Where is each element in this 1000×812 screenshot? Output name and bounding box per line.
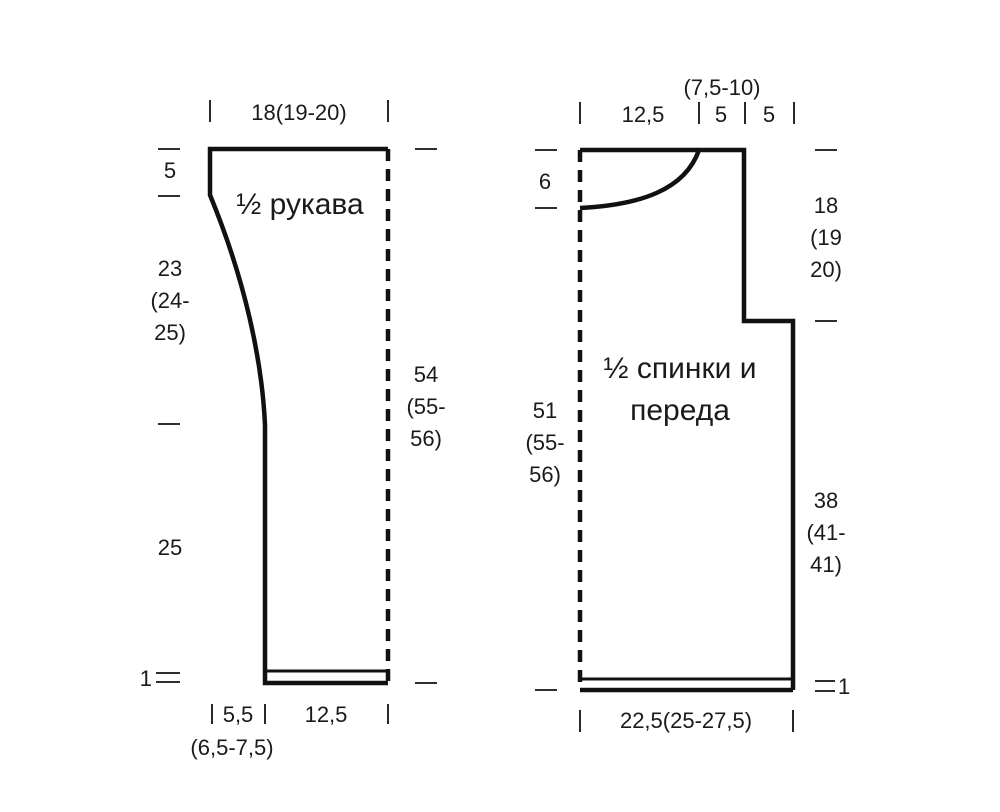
sleeve-cap-height: 5 bbox=[164, 158, 176, 183]
body-lower-side-height-1: 38 bbox=[814, 488, 838, 513]
sleeve-bottom-width: 12,5 bbox=[305, 702, 348, 727]
sleeve-total-height-3: 56) bbox=[410, 426, 442, 451]
body-neck-width: 5 bbox=[715, 102, 727, 127]
body-side-height-1: 51 bbox=[533, 398, 557, 423]
sleeve-schematic: 18(19-20) 5 23 (24- 25) 25 1 54 (55- 56)… bbox=[140, 100, 446, 760]
body-shoulder-width: 12,5 bbox=[622, 102, 665, 127]
body-armhole-height-2: (19 bbox=[810, 225, 842, 250]
sleeve-cuff-height: 1 bbox=[140, 666, 152, 691]
body-side-height-2: (55- bbox=[525, 430, 564, 455]
sleeve-outline bbox=[207, 146, 388, 686]
sleeve-taper-height-1: 23 bbox=[158, 256, 182, 281]
sleeve-straight-height: 25 bbox=[158, 535, 182, 560]
body-armhole-height-3: 20) bbox=[810, 257, 842, 282]
body-title-line-1: ½ спинки и bbox=[604, 352, 757, 385]
body-outline bbox=[579, 147, 796, 690]
body-schematic: (7,5-10) 12,5 5 5 6 51 (55- 56) 18 (19 2… bbox=[525, 75, 850, 733]
sleeve-taper-height-3: 25) bbox=[154, 320, 186, 345]
sleeve-taper-height-2: (24- bbox=[150, 288, 189, 313]
sleeve-title: ½ рукава bbox=[236, 188, 364, 221]
body-armhole-height-1: 18 bbox=[814, 193, 838, 218]
sleeve-total-height-2: (55- bbox=[406, 394, 445, 419]
body-bottom-width: 22,5(25-27,5) bbox=[620, 708, 752, 733]
body-hem-height: 1 bbox=[838, 674, 850, 699]
body-side-height-3: 56) bbox=[529, 462, 561, 487]
sleeve-total-height-1: 54 bbox=[414, 362, 438, 387]
body-neck-width-range: (7,5-10) bbox=[683, 75, 760, 100]
body-neck-depth: 6 bbox=[539, 169, 551, 194]
body-armhole-inset: 5 bbox=[763, 102, 775, 127]
body-lower-side-height-3: 41) bbox=[810, 552, 842, 577]
sleeve-bottom-offset-1: 5,5 bbox=[223, 702, 254, 727]
sleeve-bottom-offset-2: (6,5-7,5) bbox=[190, 735, 273, 760]
body-lower-side-height-2: (41- bbox=[806, 520, 845, 545]
body-title-line-2: переда bbox=[630, 394, 730, 427]
sleeve-top-width: 18(19-20) bbox=[251, 100, 346, 125]
